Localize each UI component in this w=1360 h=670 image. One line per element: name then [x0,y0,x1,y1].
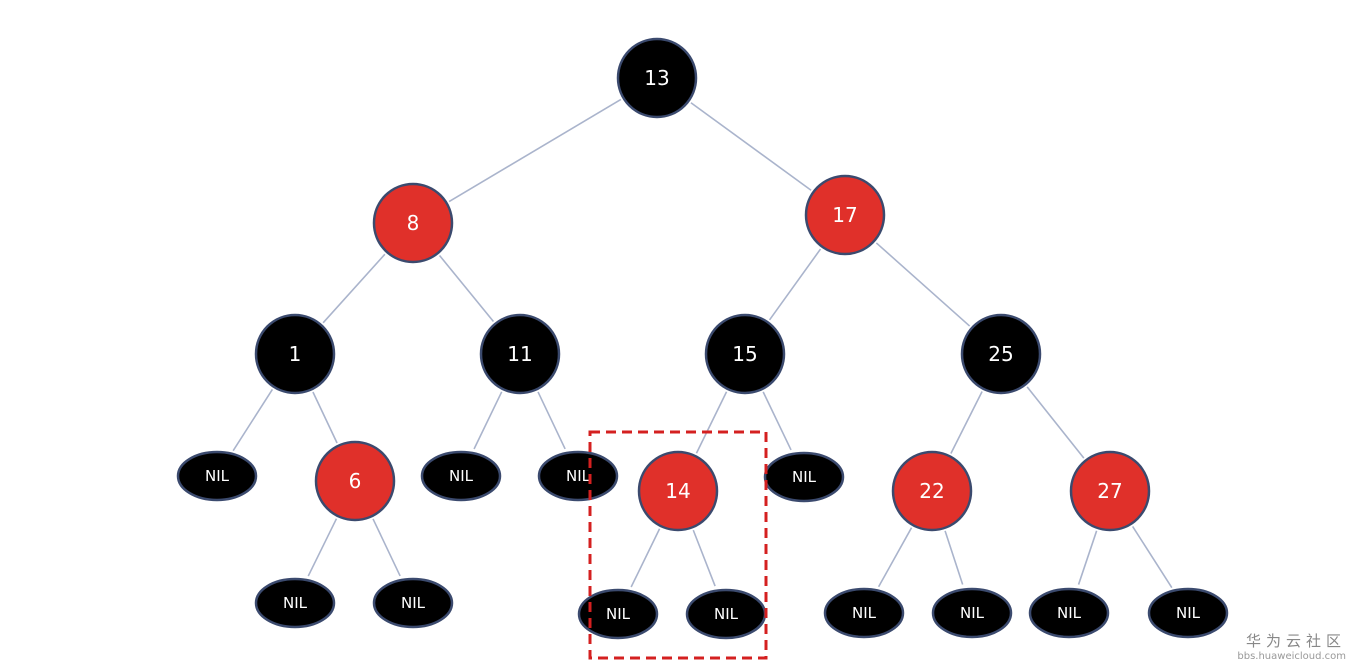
edge-n25-n27 [1026,386,1085,459]
edge-n8-n11 [438,255,495,322]
edge-n14-nil14b [692,529,716,587]
node-label: NIL [852,604,877,622]
node-circle [314,440,396,522]
edge-n11-nil11b [537,391,566,450]
nil-ellipse [823,587,905,639]
watermark: 华为云社区 bbs.huaweicloud.com [1237,630,1346,662]
nil-leaf-nil14a: NIL [577,588,659,640]
nil-leaf-nil27b: NIL [1147,587,1229,639]
tree-node-n6: 6 [314,440,396,522]
edge-n17-n15 [768,248,822,321]
node-label: NIL [960,604,985,622]
edge-n1-n6 [312,391,338,444]
edge-n15-nil15b [762,391,792,451]
tree-node-n17: 17 [804,174,886,256]
nil-leaf-nil27a: NIL [1028,587,1110,639]
node-circle [960,313,1042,395]
nil-leaf-nil1a: NIL [176,450,258,502]
node-label: 14 [665,479,690,503]
tree-node-n22: 22 [891,450,973,532]
node-label: NIL [283,594,308,612]
nil-ellipse [577,588,659,640]
edge-n25-n22 [950,391,983,454]
nil-leaf-nil6b: NIL [372,577,454,629]
nil-ellipse [372,577,454,629]
edge-n17-n25 [875,242,971,327]
nil-leaf-nil22a: NIL [823,587,905,639]
edge-n1-nil1a [232,388,274,452]
tree-edges [232,98,1173,589]
tree-node-n27: 27 [1069,450,1151,532]
nil-ellipse [537,450,619,502]
edge-n22-nil22a [877,527,913,588]
edge-n15-n14 [695,391,728,454]
node-circle [372,182,454,264]
tree-node-n8: 8 [372,182,454,264]
node-label: NIL [566,467,591,485]
nil-ellipse [420,450,502,502]
tree-node-n1: 1 [254,313,336,395]
watermark-url: bbs.huaweicloud.com [1237,651,1346,662]
nil-ellipse [254,577,336,629]
node-label: 27 [1097,479,1122,503]
edge-n27-nil27b [1131,525,1173,589]
edge-n8-n1 [322,253,386,324]
edge-n22-nil22b [944,530,964,585]
node-circle [479,313,561,395]
node-circle [704,313,786,395]
node-circle [637,450,719,532]
nil-leaf-nil22b: NIL [931,587,1013,639]
nil-leaf-nil6a: NIL [254,577,336,629]
node-label: 1 [289,342,302,366]
node-label: 22 [919,479,944,503]
tree-node-n11: 11 [479,313,561,395]
node-label: NIL [606,605,631,623]
nil-ellipse [1028,587,1110,639]
highlighted-subtree-box [588,430,768,660]
tree-node-n15: 15 [704,313,786,395]
nil-leaf-nil11b: NIL [537,450,619,502]
node-label: 13 [644,66,669,90]
node-label: 6 [349,469,362,493]
nil-ellipse [763,451,845,503]
node-circle [891,450,973,532]
nil-ellipse [931,587,1013,639]
edge-n27-nil27a [1077,530,1098,585]
watermark-brand: 华为云社区 [1245,632,1346,650]
node-label: NIL [1176,604,1201,622]
nil-leaf-nil11a: NIL [420,450,502,502]
edge-n13-n17 [690,102,812,191]
node-label: 15 [732,342,757,366]
node-label: 17 [832,203,857,227]
edge-n6-nil6b [372,518,401,577]
nil-leaf-nil15b: NIL [763,451,845,503]
node-circle [254,313,336,395]
node-label: 11 [507,342,532,366]
nil-ellipse [1147,587,1229,639]
node-circle [804,174,886,256]
node-label: NIL [205,467,230,485]
nil-leaf-nil14b: NIL [685,588,767,640]
node-circle [616,37,698,119]
tree-node-n14: 14 [637,450,719,532]
edge-n11-nil11a [473,391,503,450]
node-label: 8 [407,211,420,235]
node-label: NIL [792,468,817,486]
tree-node-n13: 13 [616,37,698,119]
node-label: NIL [401,594,426,612]
tree-node-n25: 25 [960,313,1042,395]
node-label: 25 [988,342,1013,366]
node-label: NIL [714,605,739,623]
edge-n6-nil6a [307,518,338,577]
node-label: NIL [1057,604,1082,622]
node-label: NIL [449,467,474,485]
edge-n13-n8 [448,98,622,203]
edge-n14-nil14a [630,528,661,588]
nil-ellipse [176,450,258,502]
node-circle [1069,450,1151,532]
